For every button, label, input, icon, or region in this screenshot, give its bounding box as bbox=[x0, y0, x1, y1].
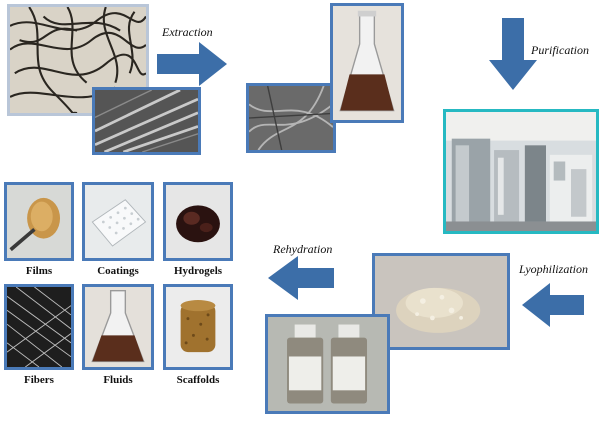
scaffolds-photo bbox=[163, 284, 233, 370]
product-label-coatings: Coatings bbox=[97, 265, 139, 277]
fluids-photo bbox=[82, 284, 154, 370]
product-label-hydrogels: Hydrogels bbox=[173, 265, 223, 277]
raw-fiber-sem-photo bbox=[92, 87, 201, 155]
rehydrated-bottles-photo bbox=[265, 314, 390, 414]
product-label-scaffolds: Scaffolds bbox=[176, 374, 220, 386]
step-extraction-label: Extraction bbox=[162, 25, 213, 39]
hydrogels-photo bbox=[163, 182, 233, 261]
fibers-photo bbox=[4, 284, 74, 370]
extracted-sem-photo bbox=[246, 83, 336, 153]
step-purification-label: Purification bbox=[531, 43, 589, 57]
lyophilized-powder-photo bbox=[372, 253, 510, 350]
coatings-photo bbox=[82, 182, 154, 261]
product-label-fluids: Fluids bbox=[103, 374, 133, 386]
purification-equipment-photo bbox=[443, 109, 599, 234]
down-arrow-icon bbox=[489, 18, 537, 90]
extraction-flask-photo bbox=[330, 3, 404, 123]
films-photo bbox=[4, 182, 74, 261]
step-rehydration-label: Rehydration bbox=[273, 242, 333, 256]
product-label-films: Films bbox=[25, 265, 53, 277]
left-arrow-icon bbox=[522, 283, 584, 327]
right-arrow-icon bbox=[157, 42, 227, 86]
left-arrow-icon bbox=[268, 256, 334, 300]
product-label-fibers: Fibers bbox=[24, 374, 54, 386]
step-lyophilization-label: Lyophilization bbox=[519, 262, 588, 276]
